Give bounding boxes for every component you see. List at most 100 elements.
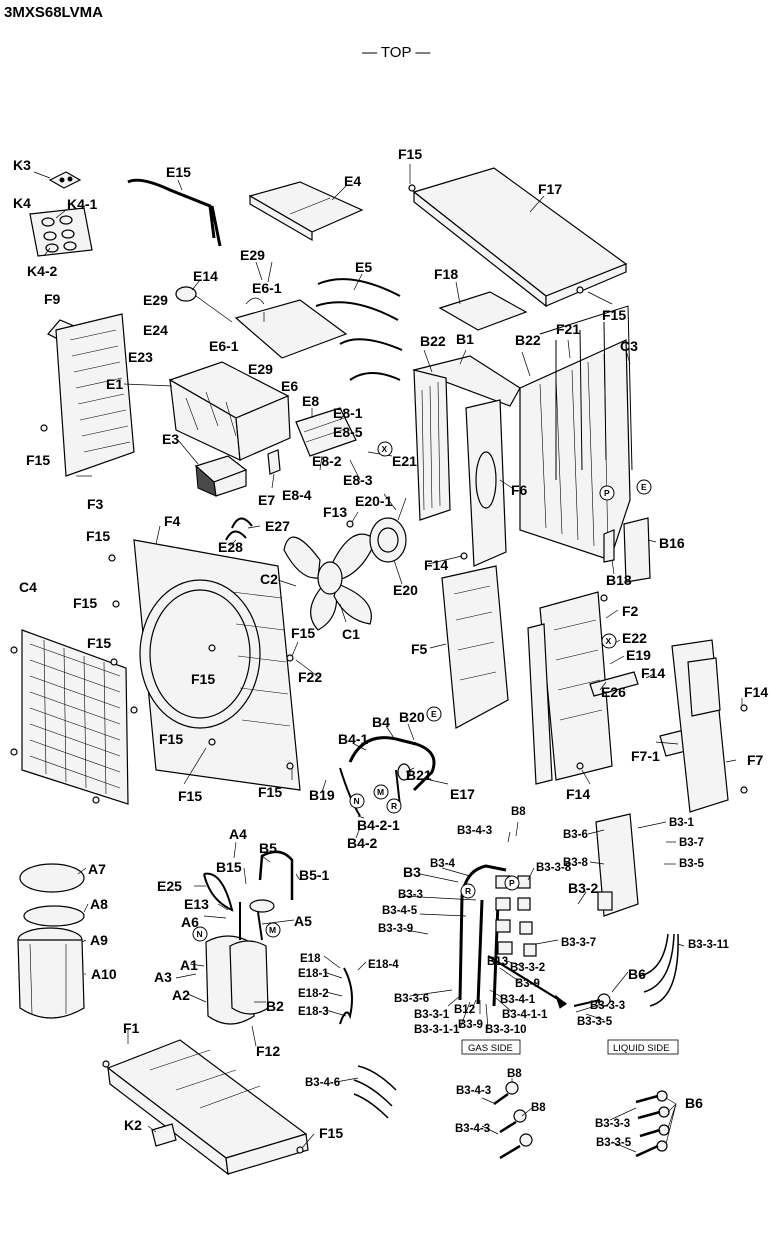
label-e18-4: E18-4	[368, 959, 399, 971]
label-c2: C2	[260, 571, 278, 587]
label-b3-9-right: B3-9	[515, 978, 540, 990]
label-b1: B1	[456, 331, 474, 347]
label-a9: A9	[90, 932, 108, 948]
label-e4: E4	[344, 173, 361, 189]
model-title: 3MXS68LVMA	[4, 4, 103, 21]
label-e29-left: E29	[143, 292, 168, 308]
part-b8-fittings	[493, 1081, 533, 1160]
symbol-n-1: N	[354, 796, 360, 806]
symbol-x-2: X	[606, 636, 612, 646]
symbol-e-2: E	[431, 709, 437, 719]
label-b5: B5	[259, 840, 277, 856]
label-b13: B13	[487, 956, 508, 968]
label-e6-1-mid: E6-1	[209, 338, 239, 354]
label-b3-2: B3-2	[568, 880, 599, 896]
label-b8-low: B8	[531, 1102, 546, 1114]
label-b3-4-3-top: B3-4-3	[457, 825, 492, 837]
screws	[10, 184, 748, 1154]
part-b18	[603, 529, 615, 563]
label-b8-mid: B8	[507, 1068, 522, 1080]
part-e4-cover	[248, 181, 364, 242]
label-b22-right: B22	[515, 332, 541, 348]
part-k4-rubber-set	[29, 207, 93, 257]
part-e3-heatsink	[194, 455, 248, 497]
arrow-liquid-side	[487, 955, 567, 1005]
label-b5-1: B5-1	[299, 867, 330, 883]
part-e6-pcb	[234, 297, 348, 359]
label-b3-4-3-mid: B3-4-3	[456, 1085, 491, 1097]
label-e7-small: E7	[258, 492, 275, 508]
label-e26: E26	[601, 684, 626, 700]
label-f9: F9	[44, 291, 61, 307]
label-k4: K4	[13, 195, 31, 211]
label-e24: E24	[143, 322, 168, 338]
part-f7-side-panel	[671, 639, 729, 813]
label-e20: E20	[393, 582, 418, 598]
label-b19: B19	[309, 787, 335, 803]
label-e23: E23	[128, 349, 153, 365]
label-f15-bottom: F15	[319, 1125, 343, 1141]
label-f15-topright: F15	[602, 307, 626, 323]
label-b3-3: B3-3	[398, 889, 423, 901]
part-c4-grille	[21, 629, 129, 805]
label-a6: A6	[181, 914, 199, 930]
label-b3-3-5-mid: B3-3-5	[577, 1016, 613, 1028]
label-f15-low3: F15	[258, 784, 282, 800]
label-a10: A10	[91, 966, 117, 982]
part-e7-small	[267, 449, 281, 475]
label-f15-left: F15	[26, 452, 50, 468]
label-b3-3-5-low: B3-3-5	[596, 1137, 632, 1149]
label-e19: E19	[626, 647, 651, 663]
label-b3-9-low: B3-9	[458, 1019, 483, 1031]
label-b3-4-1: B3-4-1	[500, 994, 536, 1006]
label-b3-4: B3-4	[430, 858, 456, 870]
part-e15-pipe	[127, 178, 222, 247]
part-a9-a10-insulation	[17, 927, 85, 1019]
part-e5-harness	[315, 278, 403, 381]
side-label-boxes: GAS SIDE LIQUID SIDE	[461, 1039, 679, 1055]
label-f15-top: F15	[398, 146, 422, 162]
label-a5: A5	[294, 913, 312, 929]
part-a1-compressor	[205, 902, 269, 1025]
part-a7	[19, 863, 85, 893]
part-f1-bottom-frame	[106, 1039, 309, 1176]
symbol-x-1: X	[382, 444, 388, 454]
label-e14: E14	[193, 268, 218, 284]
label-b21: B21	[406, 767, 432, 783]
label-f7-1: F7-1	[631, 748, 660, 764]
label-b3-4-1-1: B3-4-1-1	[502, 1009, 548, 1021]
label-f15-low2: F15	[178, 788, 202, 804]
part-labels: K3 K4 K4-1 K4-2 F9 E15 E4 F15 F17 F15 E2…	[13, 146, 768, 1149]
label-b3-3-2: B3-3-2	[510, 962, 545, 974]
label-a8: A8	[90, 896, 108, 912]
label-e6: E6	[281, 378, 298, 394]
label-e8-5: E8-5	[333, 424, 363, 440]
part-b6-nut	[573, 993, 611, 1007]
label-a3: A3	[154, 969, 172, 985]
label-f12: F12	[256, 1043, 280, 1059]
label-b3-4-3-low: B3-4-3	[455, 1123, 490, 1135]
part-b15	[249, 899, 275, 913]
label-k2: K2	[124, 1117, 142, 1133]
gas-side-label: GAS SIDE	[468, 1043, 513, 1054]
label-b3-3-3-mid: B3-3-3	[590, 1000, 625, 1012]
label-a1: A1	[180, 957, 198, 973]
label-f15-fl3: F15	[87, 635, 111, 651]
label-f15-low1: F15	[159, 731, 183, 747]
label-e8-1: E8-1	[333, 405, 363, 421]
part-e18-harness	[339, 967, 353, 1025]
label-f15-center: F15	[191, 671, 215, 687]
label-b15: B15	[216, 859, 242, 875]
label-e3: E3	[162, 431, 179, 447]
label-b3-4-6: B3-4-6	[305, 1077, 340, 1089]
label-f1: F1	[123, 1020, 140, 1036]
label-b3-3-10: B3-3-10	[485, 1024, 527, 1036]
symbol-n-2: N	[197, 929, 203, 939]
label-f15-fl2: F15	[73, 595, 97, 611]
label-f5: F5	[411, 641, 428, 657]
label-b3-3-1: B3-3-1	[414, 1009, 450, 1021]
view-title: — TOP —	[362, 44, 430, 61]
liquid-side-label: LIQUID SIDE	[613, 1043, 670, 1054]
label-b3-6: B3-6	[563, 829, 588, 841]
label-f22: F22	[298, 669, 322, 685]
